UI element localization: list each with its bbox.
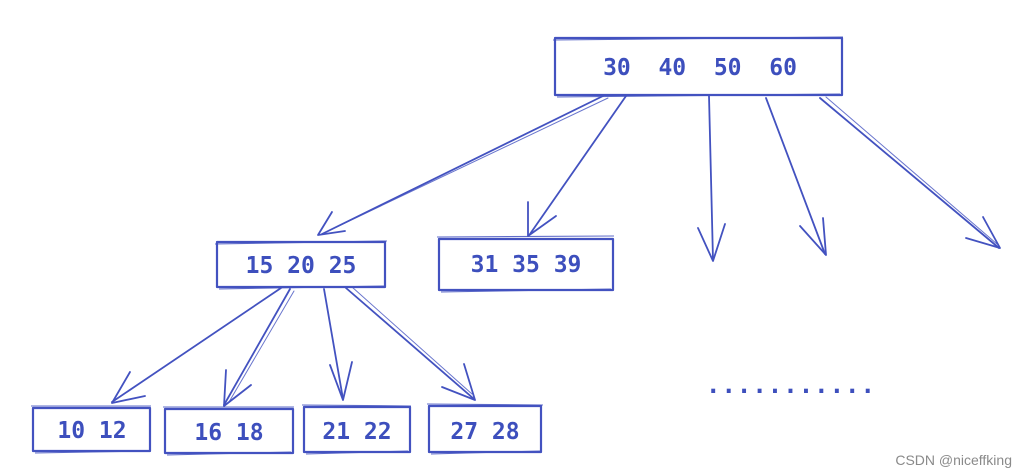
leaf-node-2: 16 18 [163, 406, 295, 456]
arrow-head-icon [111, 371, 146, 404]
leaf-node-2-label: 16 18 [194, 420, 263, 446]
leaf-node-1-box [31, 406, 152, 453]
level1-node-right: 31 35 39 [436, 235, 615, 293]
level1-node-right-label: 31 35 39 [471, 252, 582, 278]
leaf-node-3: 21 22 [301, 404, 412, 455]
child-edge-2 [223, 288, 295, 407]
level1-node-left-label: 15 20 25 [246, 253, 357, 279]
root-edge-2 [527, 95, 627, 237]
ellipsis-text: ........... [706, 371, 876, 399]
root-edge-3 [697, 95, 726, 262]
arrow-head-icon [527, 201, 557, 237]
arrow-head-icon [441, 363, 476, 401]
watermark-text: CSDN @niceffking [895, 452, 1012, 468]
child-edge-1 [111, 287, 282, 404]
arrow-head-icon [697, 223, 726, 262]
leaf-node-1: 10 12 [31, 405, 152, 454]
leaf-node-3-label: 21 22 [322, 419, 391, 445]
child-edge-3 [323, 288, 353, 401]
arrow-head-icon [317, 211, 346, 236]
level1-node-left: 15 20 25 [214, 240, 388, 290]
leaf-node-1-sketch [31, 405, 151, 454]
root-edge-1 [317, 95, 609, 236]
root-edge-5 [819, 96, 1001, 249]
root-node-sketch [552, 36, 844, 98]
child-edge-4 [345, 286, 476, 401]
leaf-node-4-label: 27 28 [450, 419, 519, 445]
root-node-label: 30 40 50 60 [603, 55, 797, 81]
leaf-node-4-sketch [426, 403, 544, 455]
leaf-node-1-label: 10 12 [57, 418, 126, 444]
leaf-node-3-sketch [301, 404, 412, 455]
level1-node-left-sketch [214, 240, 388, 290]
arrow-head-icon [799, 217, 827, 256]
arrow-head-icon [223, 369, 252, 407]
level1-node-right-sketch [436, 235, 615, 293]
leaf-node-4: 27 28 [426, 403, 544, 455]
leaf-node-2-sketch [163, 406, 294, 456]
arrow-head-icon [965, 216, 1001, 249]
arrow-head-icon [329, 361, 353, 401]
root-node: 30 40 50 60 [552, 36, 844, 98]
root-edge-4 [765, 97, 827, 256]
